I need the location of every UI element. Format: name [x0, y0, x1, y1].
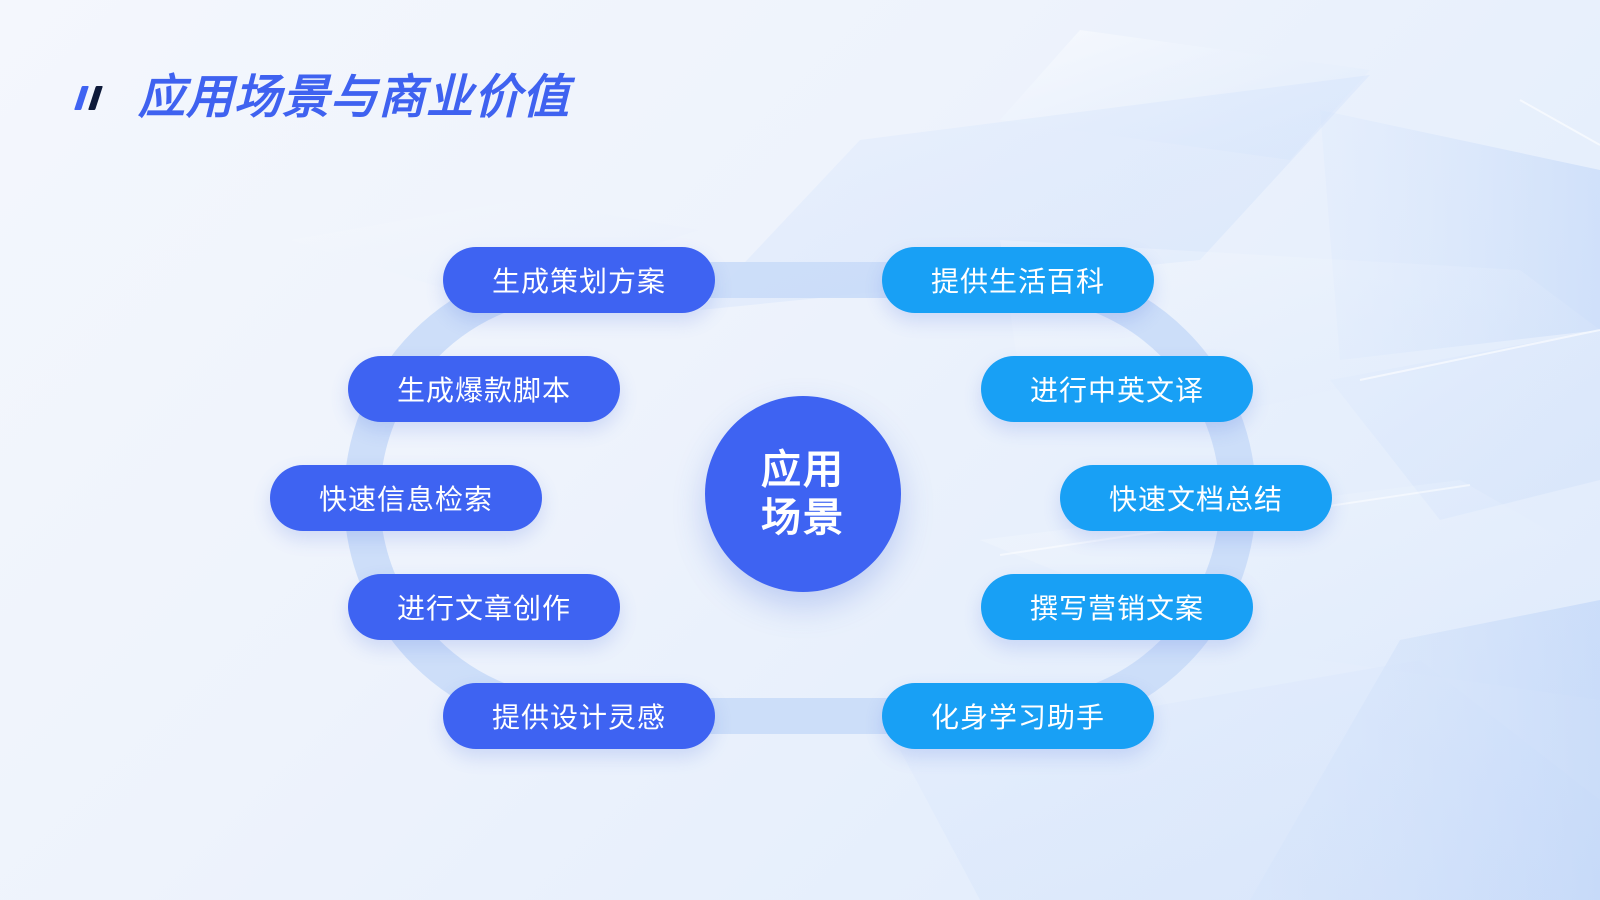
scenario-translation: 进行中英文译	[981, 356, 1253, 422]
scenario-info-search: 快速信息检索	[270, 465, 542, 531]
scenario-article-writing: 进行文章创作	[348, 574, 620, 640]
scenario-life-encyclopedia: 提供生活百科	[882, 247, 1154, 313]
center-label-line1: 应用	[761, 447, 845, 493]
page-title: 应用场景与商业价值	[138, 69, 570, 125]
scenario-study-assistant: 化身学习助手	[882, 683, 1154, 749]
scenario-design-inspiration: 提供设计灵感	[443, 683, 715, 749]
scenario-marketing-copy: 撰写营销文案	[981, 574, 1253, 640]
scenario-viral-script: 生成爆款脚本	[348, 356, 620, 422]
scenario-generate-plan: 生成策划方案	[443, 247, 715, 313]
title-slash-bar-blue	[74, 86, 89, 110]
scenario-doc-summary: 快速文档总结	[1060, 465, 1332, 531]
title-slash-bar-dark	[88, 86, 103, 110]
center-label-line2: 场景	[761, 495, 845, 541]
center-node: 应用 场景	[705, 396, 901, 592]
title-slash-icon	[72, 72, 116, 112]
page-header: 应用场景与商业价值	[72, 62, 570, 125]
